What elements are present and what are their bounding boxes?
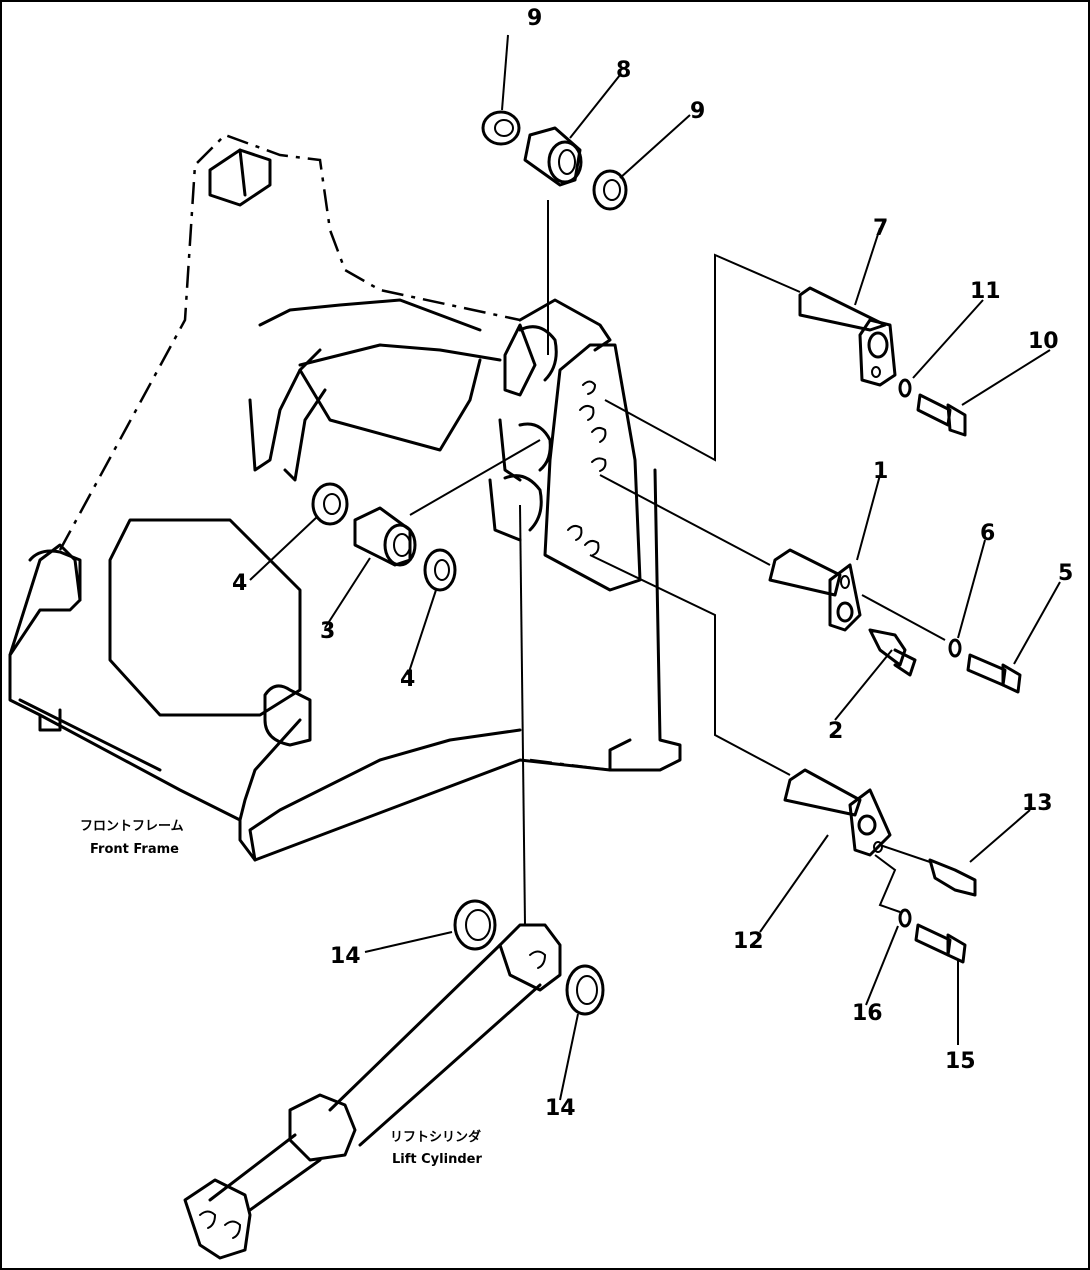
part-4-seal-lower [423, 548, 457, 592]
part-6-washer [948, 638, 962, 658]
part-7-pin [798, 286, 897, 387]
front-frame-label-en: Front Frame [90, 842, 179, 857]
part-9-seal-left [481, 110, 521, 146]
front-frame [8, 133, 682, 862]
callout-13: 13 [1022, 791, 1053, 816]
callout-1: 1 [873, 459, 888, 484]
part-14-washer-upper [453, 899, 497, 951]
part-4-seal-upper [311, 482, 349, 526]
callout-8: 8 [616, 58, 631, 83]
callout-5: 5 [1058, 561, 1073, 586]
callout-12: 12 [733, 929, 764, 954]
callout-16: 16 [852, 1001, 883, 1026]
lift-cylinder [183, 923, 562, 1260]
part-5-bolt [966, 653, 1022, 694]
part-8-bushing [523, 126, 583, 187]
callout-14-lower: 14 [545, 1096, 576, 1121]
callout-numbers: 9 8 9 7 11 10 1 6 5 2 13 12 16 15 4 3 4 … [232, 6, 1073, 1121]
callout-4-lower: 4 [400, 667, 415, 692]
part-12-pin [783, 768, 892, 857]
leader-lines [249, 34, 1061, 1101]
part-13-fitting [928, 858, 977, 897]
callout-9-top: 9 [527, 6, 542, 31]
callout-15: 15 [945, 1049, 976, 1074]
callout-6: 6 [980, 521, 995, 546]
callout-10: 10 [1028, 329, 1059, 354]
part-9-seal-right [592, 169, 628, 211]
captions: フロントフレーム Front Frame リフトシリンダ Lift Cylind… [80, 819, 482, 1167]
callout-2: 2 [828, 719, 843, 744]
callout-7: 7 [873, 216, 888, 241]
lift-cylinder-label-en: Lift Cylinder [392, 1152, 482, 1167]
part-1-pin [768, 548, 862, 632]
callout-11: 11 [970, 279, 1001, 304]
part-11-washer [898, 378, 912, 398]
callout-9-right: 9 [690, 99, 705, 124]
part-3-bushing [353, 506, 417, 567]
front-frame-label-jp: フロントフレーム [80, 819, 184, 834]
part-16-washer [898, 908, 912, 928]
lift-cylinder-label-jp: リフトシリンダ [390, 1129, 481, 1145]
lift-mount-plate [543, 343, 642, 592]
callout-14-upper: 14 [330, 944, 361, 969]
callout-3: 3 [320, 619, 335, 644]
part-14-washer-lower [565, 964, 605, 1016]
part-10-bolt [916, 393, 967, 437]
part-15-bolt [914, 923, 967, 964]
part-2-grease-fitting [868, 628, 917, 677]
callout-4-upper: 4 [232, 571, 247, 596]
